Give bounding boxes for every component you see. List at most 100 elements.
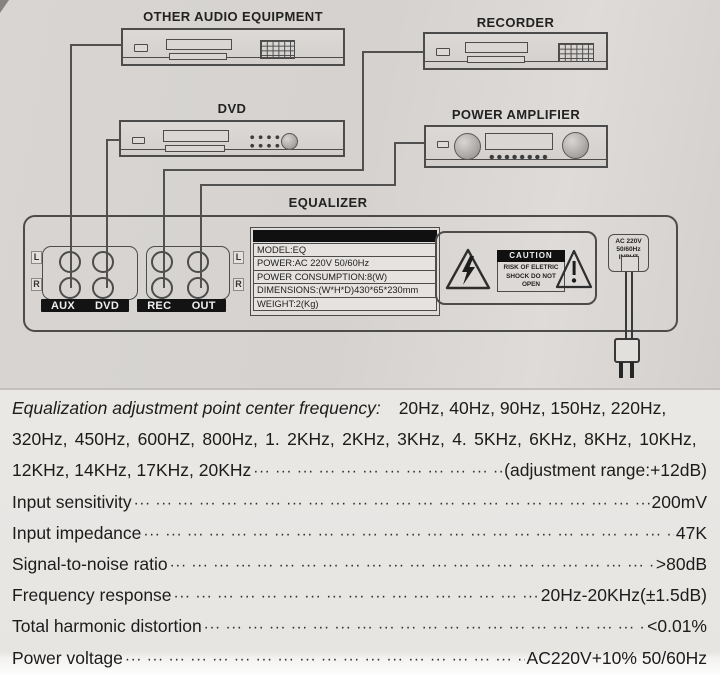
spec-value: 20Hz, 40Hz, 90Hz, 150Hz, 220Hz,	[398, 398, 667, 418]
knob-icon	[281, 133, 298, 150]
spec-label: Power voltage	[12, 647, 123, 668]
spec-value: (adjustment range:+12dB)	[504, 460, 707, 481]
spec-value: 20Hz-20KHz(±1.5dB)	[540, 585, 707, 606]
rating-plate-row-consumption: POWER CONSUMPTION:8(W)	[253, 269, 437, 285]
rca-jack-dvd-left	[92, 251, 114, 273]
channel-label-right: R	[31, 278, 42, 291]
keypad-grid-icon	[260, 40, 295, 59]
spec-label: Input sensitivity	[12, 491, 132, 512]
spec-row-frequency-line3: 12KHz, 14KHz, 17KHz, 20KHz ··· ··· ··· ·…	[0, 455, 720, 486]
photo-corner-artifact	[0, 0, 9, 13]
caution-text-line2: SHOCK DO NOT OPEN	[506, 272, 556, 289]
jack-group-aux-dvd	[42, 246, 138, 300]
caution-title: CAUTION	[497, 250, 565, 262]
spec-row-input-sensitivity: Input sensitivity ··· ··· ··· ··· ··· ··…	[0, 487, 720, 518]
rating-plate: MODEL:EQ POWER:AC 220V 50/60Hz POWER CON…	[250, 227, 440, 316]
dot-leader: ··· ··· ··· ··· ··· ··· ··· ··· ··· ··· …	[143, 525, 673, 543]
label-power-amplifier: POWER AMPLIFIER	[451, 107, 581, 122]
spec-label: 12KHz, 14KHz, 17KHz, 20KHz	[12, 460, 252, 481]
channel-label-left: L	[31, 251, 42, 264]
volume-knob-icon	[454, 133, 481, 160]
ac-input-line2: 50/60Hz	[616, 246, 641, 253]
power-plug-icon	[614, 338, 640, 363]
spec-value: <0.01%	[647, 616, 707, 637]
rating-plate-header	[253, 230, 437, 242]
spec-value: 200mV	[651, 491, 707, 512]
keypad-grid-icon	[558, 43, 594, 62]
connection-line-dvd	[106, 139, 108, 288]
connection-line-recorder	[362, 51, 423, 53]
spec-value: 47K	[675, 522, 707, 543]
caution-text-block: CAUTION RISK OF ELETRIC SHOCK DO NOT OPE…	[497, 250, 565, 292]
display-bar	[165, 145, 225, 152]
equalizer-rear-panel	[23, 215, 678, 332]
jack-bar-label-out: OUT	[191, 299, 216, 312]
jack-bar-label-rec: REC	[147, 299, 172, 312]
spec-value: 320Hz, 450Hz, 600HZ, 800Hz, 1. 2KHz, 2KH…	[12, 429, 697, 450]
power-button	[437, 141, 449, 148]
dot-leader: ··· ··· ··· ··· ··· ··· ··· ··· ··· ··· …	[124, 650, 525, 668]
high-voltage-icon	[445, 248, 491, 295]
device-other-audio-equipment	[121, 28, 345, 66]
volume-knob-icon	[562, 132, 589, 159]
device-base-line	[123, 57, 343, 58]
label-recorder: RECORDER	[476, 15, 555, 30]
spec-row-power-voltage: Power voltage ··· ··· ··· ··· ··· ··· ··…	[0, 643, 720, 674]
label-dvd: DVD	[217, 101, 247, 116]
rca-jack-dvd-right	[92, 277, 114, 299]
ac-inlet-connector	[621, 256, 639, 272]
jack-bar-aux-dvd: AUX DVD	[41, 299, 129, 312]
spec-row-input-impedance: Input impedance ··· ··· ··· ··· ··· ··· …	[0, 518, 720, 549]
spec-sheet: Equalization adjustment point center fre…	[0, 390, 720, 675]
display-bar	[465, 42, 528, 53]
connection-line-recorder	[163, 169, 364, 171]
connection-line-amplifier	[200, 184, 396, 186]
jack-bar-label-aux: AUX	[50, 299, 76, 312]
rating-plate-row-power: POWER:AC 220V 50/60Hz	[253, 256, 437, 271]
spec-label: Frequency response	[12, 585, 172, 606]
display-bar	[166, 39, 232, 50]
power-cable	[625, 272, 627, 338]
spec-row-frequency-response: Frequency response ··· ··· ··· ··· ··· ·…	[0, 580, 720, 611]
rca-jack-rec-left	[151, 251, 173, 273]
connection-line-recorder	[362, 51, 364, 171]
caution-text: RISK OF ELETRIC SHOCK DO NOT OPEN	[497, 262, 565, 292]
jack-bar-rec-out: REC OUT	[137, 299, 226, 312]
plug-prong	[619, 362, 623, 378]
power-button	[436, 48, 450, 56]
dot-leader: ··· ··· ··· ··· ··· ··· ··· ··· ··· ··· …	[173, 588, 539, 606]
spec-row-frequency-line1: Equalization adjustment point center fre…	[0, 393, 720, 424]
connection-line-amplifier	[200, 184, 202, 288]
label-equalizer: EQUALIZER	[288, 195, 368, 210]
rating-plate-row-weight: WEIGHT:2(Kg)	[253, 296, 437, 311]
channel-label-left: L	[233, 251, 244, 264]
device-dvd	[119, 120, 345, 157]
spec-label: Signal-to-noise ratio	[12, 553, 168, 574]
dot-leader: ··· ··· ··· ··· ··· ··· ··· ··· ··· ··· …	[253, 463, 502, 481]
device-base-line	[121, 149, 343, 150]
display-bar	[169, 53, 227, 60]
connection-line-recorder	[163, 169, 165, 288]
connection-line-amplifier	[394, 142, 424, 144]
rca-jack-out-left	[187, 251, 209, 273]
spec-value: >80dB	[655, 553, 707, 574]
device-recorder	[423, 32, 608, 70]
spec-label: Equalization adjustment point center fre…	[12, 398, 381, 418]
spec-row-frequency-line2: 320Hz, 450Hz, 600HZ, 800Hz, 1. 2KHz, 2KH…	[0, 424, 720, 455]
control-dots-icon	[488, 153, 549, 161]
control-dots-icon	[248, 133, 281, 150]
rca-jack-out-right	[187, 277, 209, 299]
warning-icon	[555, 249, 593, 294]
connection-line-other-audio	[70, 44, 72, 288]
channel-label-right: R	[233, 278, 244, 291]
spec-value: AC220V+10% 50/60Hz	[526, 647, 707, 668]
connection-line-other-audio	[70, 44, 121, 46]
spec-row-harmonic-distortion: Total harmonic distortion ··· ··· ··· ··…	[0, 611, 720, 642]
rating-plate-row-dimensions: DIMENSIONS:(W*H*D)430*65*230mm	[253, 283, 437, 298]
plug-prong	[630, 362, 634, 378]
dot-leader: ··· ··· ··· ··· ··· ··· ··· ··· ··· ··· …	[133, 494, 650, 512]
spec-label: Total harmonic distortion	[12, 616, 202, 637]
rca-jack-rec-right	[151, 277, 173, 299]
spec-row-signal-to-noise: Signal-to-noise ratio ··· ··· ··· ··· ··…	[0, 549, 720, 580]
